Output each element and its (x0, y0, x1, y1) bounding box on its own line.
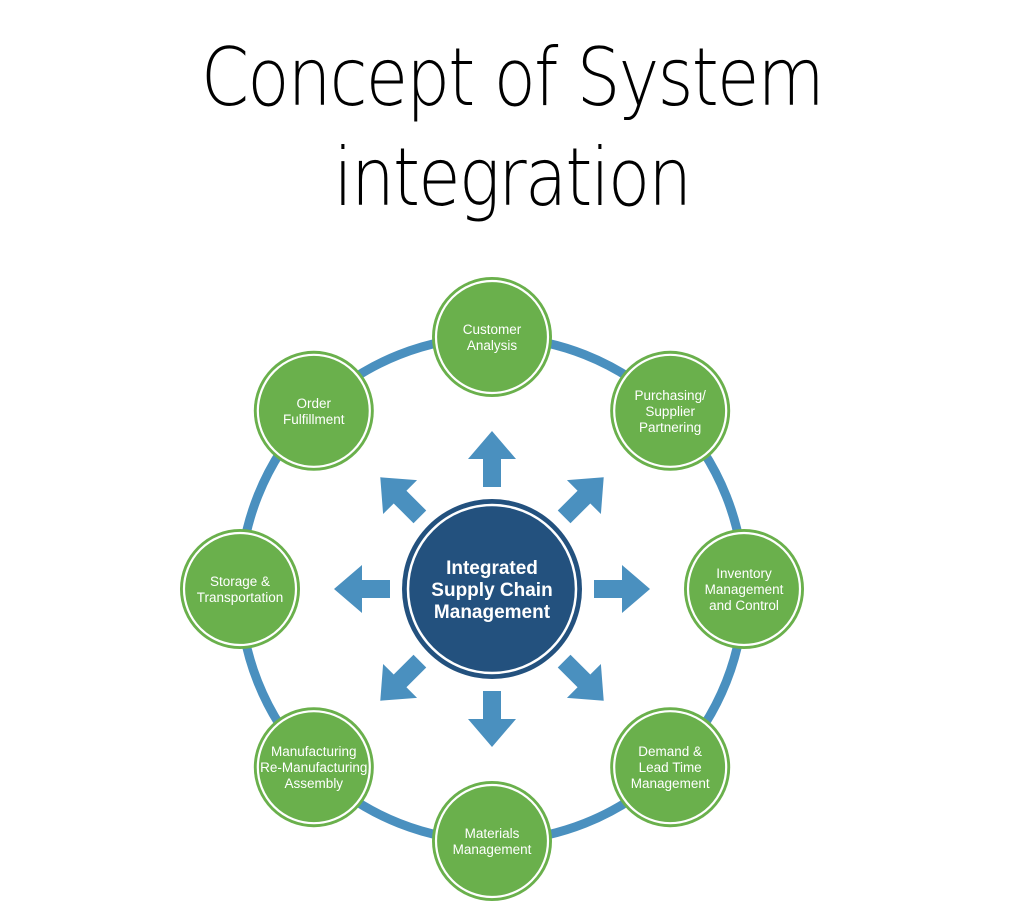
arrow-icon (468, 691, 516, 747)
hub-circle (402, 499, 582, 679)
node-inner-ring (256, 710, 371, 825)
page-title: Concept of System integration (72, 28, 953, 228)
arrow-icon (557, 654, 604, 701)
node-label-line: Management (631, 776, 710, 791)
arrow-icon (380, 654, 427, 701)
node-label-line: Manufacturing (271, 744, 357, 759)
node-circle (253, 707, 374, 828)
node-inner-ring (613, 710, 728, 825)
node-circle (432, 277, 552, 397)
arrow-materials-management (468, 691, 516, 747)
arrow-order-fulfillment (380, 477, 427, 524)
node-inner-ring (256, 353, 371, 468)
node-label-line: Inventory (716, 566, 772, 581)
node-label-line: Order (297, 396, 332, 411)
node-label-line: Management (705, 582, 784, 597)
node-circle (610, 350, 731, 471)
node-storage-transportation: Storage &Transportation (180, 529, 300, 649)
arrow-icon (594, 565, 650, 613)
nodes-group: CustomerAnalysisPurchasing/SupplierPartn… (180, 277, 804, 901)
node-inner-ring (434, 783, 550, 899)
node-circle (684, 529, 804, 649)
node-label-line: Transportation (197, 590, 284, 605)
node-label-line: Purchasing/ (635, 388, 707, 403)
arrow-manufacturing-assembly (380, 654, 427, 701)
node-circle (180, 529, 300, 649)
arrow-icon (557, 477, 604, 524)
node-circle (253, 350, 374, 471)
node-label-line: Demand & (638, 744, 702, 759)
node-label-line: Management (453, 842, 532, 857)
node-label-line: Partnering (639, 420, 701, 435)
node-circle (432, 781, 552, 901)
node-inner-ring (613, 353, 728, 468)
arrow-inventory-management-control (594, 565, 650, 613)
hub-inner-ring (406, 503, 578, 675)
node-inner-ring (434, 279, 550, 395)
node-label-line: Fulfillment (283, 412, 345, 427)
node-label-line: Supplier (645, 404, 695, 419)
hub-label-line: Supply Chain (431, 580, 552, 601)
node-label-line: Storage & (210, 574, 270, 589)
node-label-line: Customer (463, 322, 522, 337)
node-label-line: Analysis (467, 338, 518, 353)
arrow-purchasing-supplier-partnering (557, 477, 604, 524)
node-inner-ring (686, 531, 802, 647)
arrow-icon (334, 565, 390, 613)
arrows-group (334, 431, 650, 747)
node-label-line: Re-Manufacturing (260, 760, 367, 775)
node-label-line: and Control (709, 598, 779, 613)
arrow-customer-analysis (468, 431, 516, 487)
node-inner-ring (182, 531, 298, 647)
title-line-2: integration (333, 131, 692, 224)
arrow-storage-transportation (334, 565, 390, 613)
arrow-demand-lead-time-management (557, 654, 604, 701)
node-circle (610, 707, 731, 828)
title-line-1: Concept of System (201, 31, 825, 124)
hub-label-line: Integrated (446, 558, 538, 579)
hub-label-line: Management (434, 602, 551, 623)
arrow-icon (468, 431, 516, 487)
node-label-line: Assembly (285, 776, 344, 791)
node-label-line: Materials (465, 826, 520, 841)
arrow-icon (380, 477, 427, 524)
node-label-line: Lead Time (639, 760, 702, 775)
